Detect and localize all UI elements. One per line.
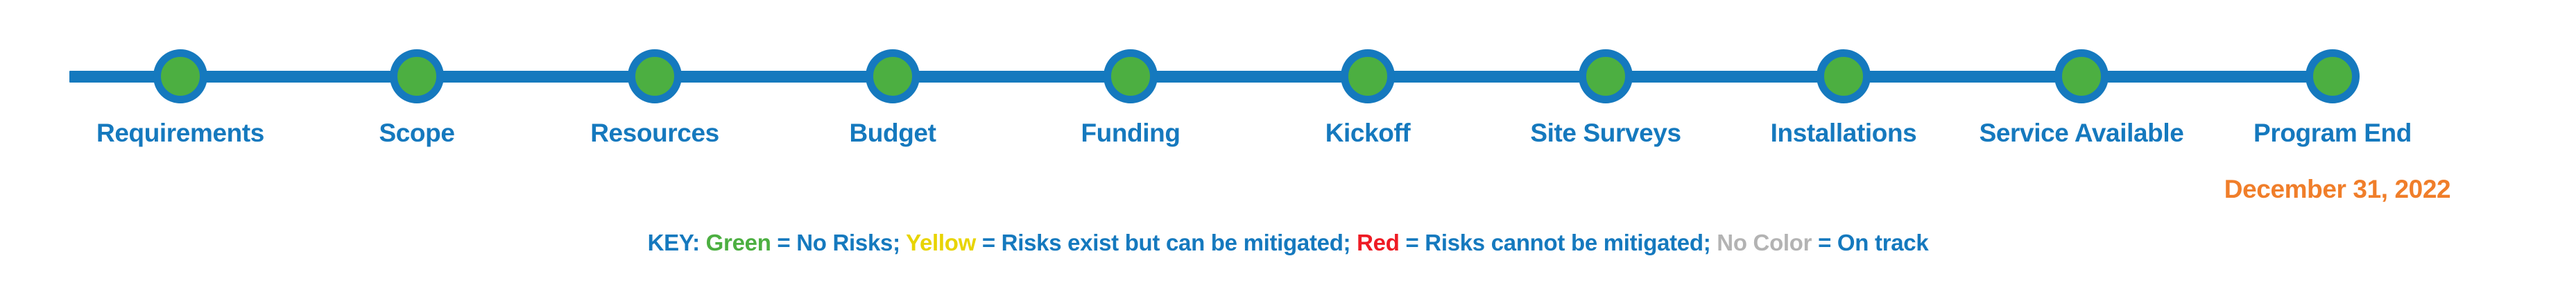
milestone-label-site-surveys: Site Surveys xyxy=(1530,119,1681,147)
legend-segment-yellow: Yellow xyxy=(906,230,976,255)
milestone-node-scope[interactable] xyxy=(390,49,444,103)
legend-segment-green: Green xyxy=(705,230,771,255)
legend-segment-no-color: No Color xyxy=(1717,230,1812,255)
milestone-node-budget[interactable] xyxy=(866,49,920,103)
milestone-node-program-end[interactable] xyxy=(2305,49,2360,103)
legend-segment-yellow-meaning: = Risks exist but can be mitigated; xyxy=(981,230,1351,255)
milestone-node-funding[interactable] xyxy=(1104,49,1158,103)
milestone-date-program-end: December 31, 2022 xyxy=(2224,175,2451,203)
legend-segment-red: Red xyxy=(1357,230,1400,255)
milestone-label-budget: Budget xyxy=(849,119,936,147)
milestone-label-installations: Installations xyxy=(1770,119,1917,147)
milestone-label-kickoff: Kickoff xyxy=(1325,119,1411,147)
milestone-node-site-surveys[interactable] xyxy=(1579,49,1633,103)
milestone-node-resources[interactable] xyxy=(628,49,682,103)
legend-segment-key: KEY: xyxy=(647,230,701,255)
timeline-group: Requirements Scope Resources Budget Fund… xyxy=(69,49,2451,203)
legend-segment-no-color-meaning: = On track xyxy=(1818,230,1929,255)
milestone-label-program-end: Program End xyxy=(2253,119,2412,147)
legend-segment-red-meaning: = Risks cannot be mitigated; xyxy=(1405,230,1711,255)
milestone-label-funding: Funding xyxy=(1081,119,1180,147)
milestone-label-scope: Scope xyxy=(379,119,455,147)
milestone-node-installations[interactable] xyxy=(1817,49,1871,103)
legend-key: KEY: Green = No Risks; Yellow = Risks ex… xyxy=(0,229,2576,257)
milestone-label-requirements: Requirements xyxy=(96,119,264,147)
milestone-node-service-available[interactable] xyxy=(2054,49,2109,103)
milestone-label-service-available: Service Available xyxy=(1979,119,2184,147)
milestone-node-kickoff[interactable] xyxy=(1341,49,1395,103)
legend-segment-green-meaning: = No Risks; xyxy=(777,230,900,255)
milestone-label-resources: Resources xyxy=(590,119,719,147)
milestone-node-requirements[interactable] xyxy=(153,49,207,103)
